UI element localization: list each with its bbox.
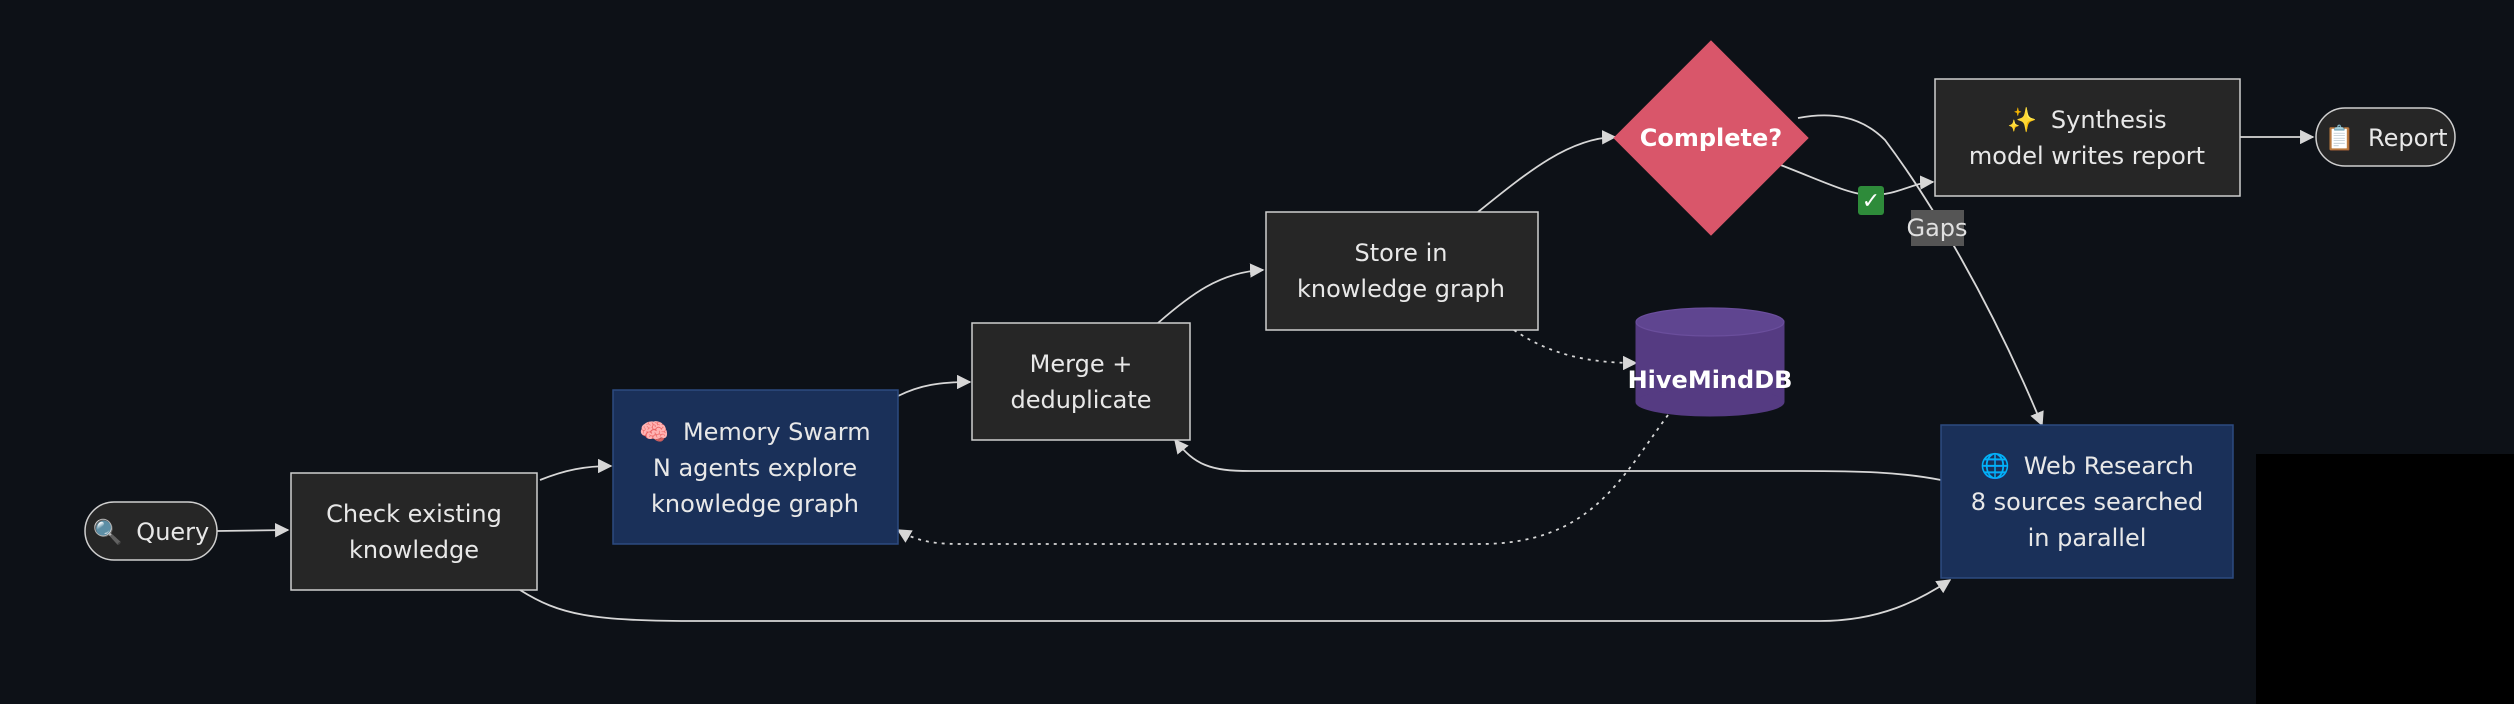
edge-db-to-swarm	[896, 414, 1669, 545]
node-web-research[interactable]: 🌐 Web Research 8 sources searched in par…	[1940, 424, 2234, 579]
edge-complete-gaps-to-web	[1797, 114, 2044, 427]
node-complete-label: Complete?	[1640, 124, 1782, 152]
node-check-line2: knowledge	[349, 536, 479, 564]
node-hivemind-db[interactable]: HiveMindDB	[1628, 307, 1793, 417]
edge-label-yes: ✓	[1858, 186, 1884, 215]
node-swarm-line3: knowledge graph	[651, 490, 859, 518]
node-memory-swarm[interactable]: 🧠 Memory Swarm N agents explore knowledg…	[612, 389, 899, 545]
edges	[216, 114, 2315, 622]
globe-icon: 🌐	[1980, 452, 2010, 480]
edge-check-to-swarm	[539, 458, 613, 481]
svg-text:🌐 Web Research: 🌐 Web Research	[1980, 452, 2194, 480]
node-swarm-line2: N agents explore	[653, 454, 857, 482]
node-store-line1: Store in	[1355, 239, 1448, 267]
node-query[interactable]: 🔍 Query	[84, 501, 218, 561]
node-report[interactable]: 📋 Report	[2315, 107, 2456, 167]
edge-web-to-merge	[1174, 438, 1942, 481]
node-check-existing[interactable]: Check existing knowledge	[290, 472, 538, 591]
node-synthesis-title: Synthesis	[2051, 106, 2167, 134]
node-web-line3: in parallel	[2028, 524, 2147, 552]
edge-store-to-db	[1513, 329, 1638, 371]
node-swarm-title: Memory Swarm	[683, 418, 871, 446]
brain-icon: 🧠	[639, 418, 669, 446]
node-query-label: Query	[136, 518, 209, 546]
node-report-label: Report	[2368, 124, 2448, 152]
svg-text:✨ Synthesis: ✨ Synthesis	[2007, 106, 2166, 134]
node-store-line2: knowledge graph	[1297, 275, 1505, 303]
node-store[interactable]: Store in knowledge graph	[1265, 211, 1539, 331]
checkmark-icon: ✓	[1862, 189, 1880, 214]
node-merge-line1: Merge +	[1030, 350, 1133, 378]
edge-store-to-complete	[1477, 130, 1617, 213]
node-web-title: Web Research	[2024, 452, 2194, 480]
magnifier-icon: 🔍	[93, 516, 123, 546]
occluding-block	[2256, 454, 2514, 704]
svg-text:Gaps: Gaps	[1906, 214, 1967, 242]
edge-check-to-web	[519, 579, 1952, 622]
edge-merge-to-store	[1157, 263, 1265, 324]
node-synthesis-line2: model writes report	[1969, 142, 2205, 170]
edge-complete-yes-to-synthesis	[1777, 163, 1935, 196]
sparkles-icon: ✨	[2007, 106, 2037, 134]
node-merge-line2: deduplicate	[1010, 386, 1151, 414]
node-synthesis[interactable]: ✨ Synthesis model writes report	[1934, 78, 2241, 197]
svg-text:🔍 Query: 🔍 Query	[93, 516, 209, 546]
clipboard-icon: 📋	[2324, 124, 2354, 152]
node-complete-decision[interactable]: Complete?	[1613, 40, 1809, 236]
svg-text:📋 Report: 📋 Report	[2324, 124, 2447, 152]
svg-text:🧠 Memory Swarm: 🧠 Memory Swarm	[639, 418, 870, 446]
node-check-line1: Check existing	[326, 500, 502, 528]
node-db-label: HiveMindDB	[1628, 366, 1793, 394]
node-web-line2: 8 sources searched	[1971, 488, 2203, 516]
edge-label-gaps: Gaps	[1906, 210, 1968, 246]
edge-query-to-check	[216, 522, 290, 538]
node-merge[interactable]: Merge + deduplicate	[971, 322, 1191, 441]
edge-swarm-to-merge	[897, 374, 972, 397]
